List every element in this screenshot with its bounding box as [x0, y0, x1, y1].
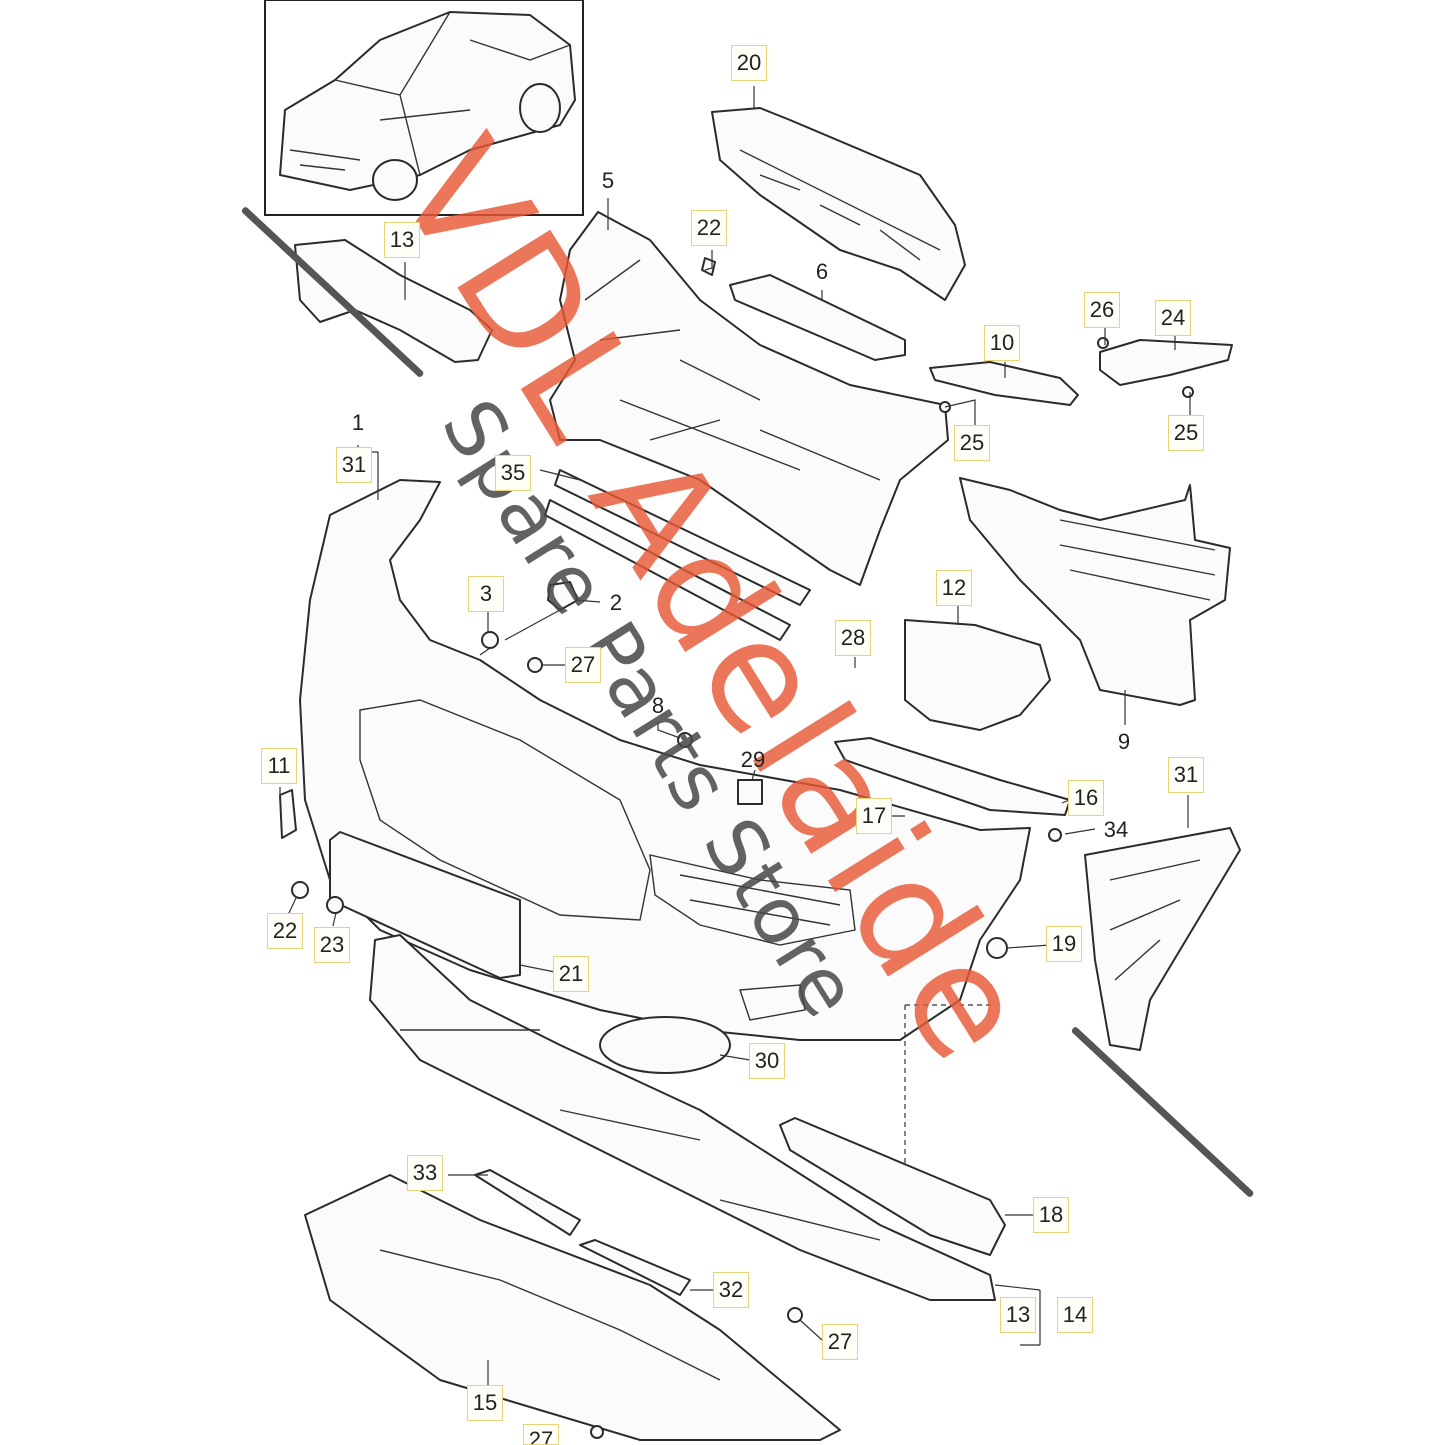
callout-8: 8: [651, 693, 665, 718]
callout-25-left: 25: [954, 425, 990, 461]
callout-26: 26: [1084, 292, 1120, 328]
callout-31-left: 31: [336, 447, 372, 483]
callout-30: 30: [749, 1043, 785, 1079]
callout-6: 6: [815, 259, 829, 284]
callout-16: 16: [1068, 780, 1104, 816]
callout-32: 32: [713, 1272, 749, 1308]
callout-21: 21: [553, 956, 589, 992]
callout-27-middle: 27: [565, 647, 601, 683]
callout-19: 19: [1046, 926, 1082, 962]
callout-17: 17: [856, 798, 892, 834]
callout-23: 23: [314, 927, 350, 963]
callout-14: 14: [1057, 1297, 1093, 1333]
callout-34: 34: [1103, 817, 1129, 842]
callout-22-lower: 22: [267, 913, 303, 949]
part-14-shape: [369, 934, 996, 1301]
callout-3: 3: [468, 576, 504, 612]
callout-27-bottom: 27: [523, 1424, 559, 1445]
callout-22-upper: 22: [691, 210, 727, 246]
callout-29: 29: [740, 747, 766, 772]
callout-25-right: 25: [1168, 415, 1204, 451]
callout-5: 5: [601, 168, 615, 193]
callout-2: 2: [609, 590, 623, 615]
part-20-shape: [711, 107, 966, 301]
callout-13-upper: 13: [384, 222, 420, 258]
leader-lines: [279, 86, 1191, 1385]
callout-10: 10: [984, 325, 1020, 361]
callout-9: 9: [1117, 729, 1131, 754]
callout-31-right: 31: [1168, 757, 1204, 793]
part-9-shape: [959, 477, 1231, 706]
callout-11: 11: [261, 748, 297, 784]
callout-24: 24: [1155, 300, 1191, 336]
callout-20: 20: [731, 45, 767, 81]
callout-35: 35: [495, 455, 531, 491]
callout-33: 33: [407, 1155, 443, 1191]
callout-27-lower: 27: [822, 1324, 858, 1360]
part-5-shape: [549, 211, 949, 586]
callout-28: 28: [835, 620, 871, 656]
callout-12: 12: [936, 570, 972, 606]
callout-1: 1: [351, 410, 365, 435]
vehicle-inset: [264, 0, 584, 216]
callout-15: 15: [467, 1385, 503, 1421]
callout-18: 18: [1033, 1197, 1069, 1233]
callout-13-lower: 13: [1000, 1297, 1036, 1333]
